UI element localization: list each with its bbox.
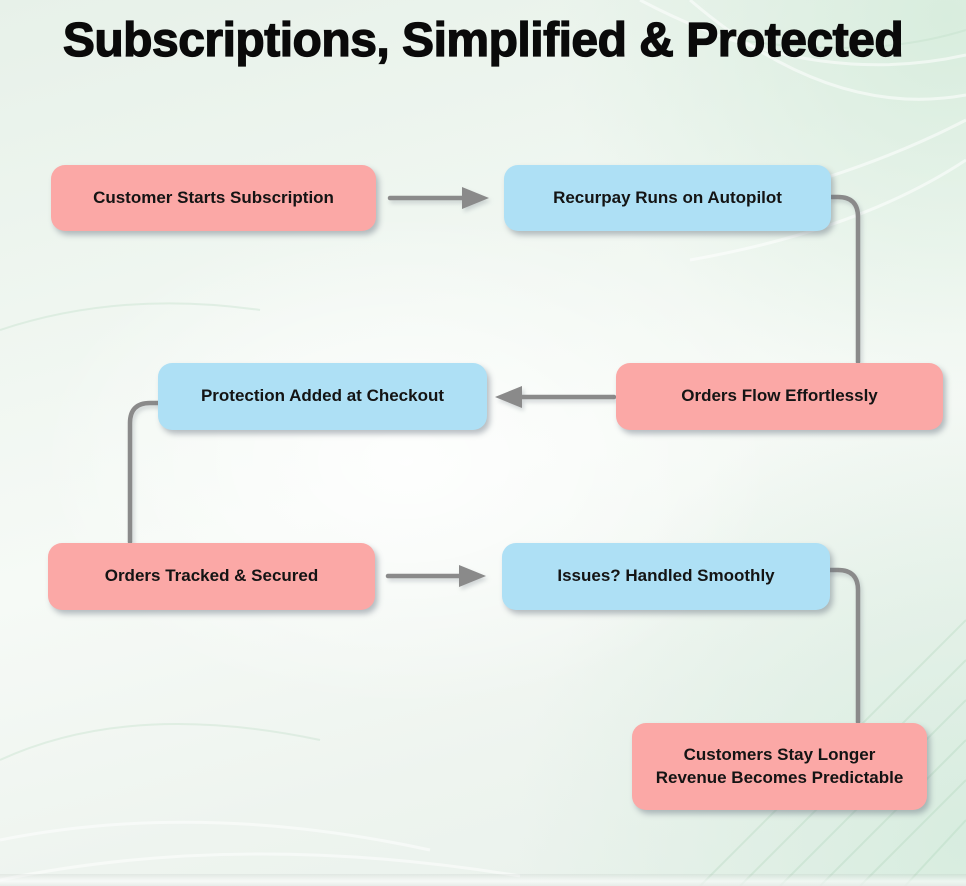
flow-node-orders-flow-effortlessly: Orders Flow Effortlessly bbox=[616, 363, 943, 430]
flow-node-recurpay-runs-on-autopilot: Recurpay Runs on Autopilot bbox=[504, 165, 831, 231]
flow-node-customer-starts-subscription: Customer Starts Subscription bbox=[51, 165, 376, 231]
flow-node-orders-tracked-secured: Orders Tracked & Secured bbox=[48, 543, 375, 610]
bottom-edge-strip bbox=[0, 874, 966, 886]
flow-node-protection-added-at-checkout: Protection Added at Checkout bbox=[158, 363, 487, 430]
flow-node-customers-stay-longer: Customers Stay Longer Revenue Becomes Pr… bbox=[632, 723, 927, 810]
page-title: Subscriptions, Simplified & Protected bbox=[62, 13, 904, 67]
flow-node-issues-handled-smoothly: Issues? Handled Smoothly bbox=[502, 543, 830, 610]
